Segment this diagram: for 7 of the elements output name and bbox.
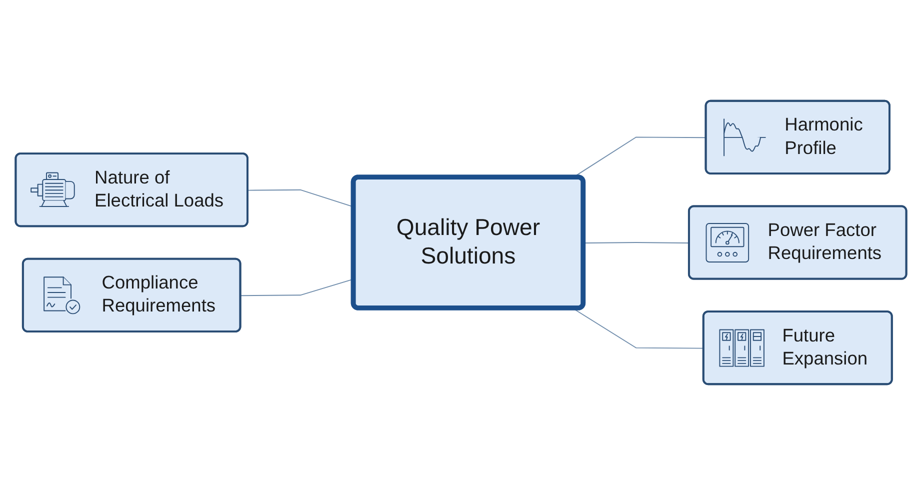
node-label: Future Expansion <box>782 324 869 371</box>
connector <box>583 242 690 244</box>
node-label: Compliance Requirements <box>102 272 217 318</box>
node-label: Quality Power Solutions <box>395 214 542 272</box>
node-label: Harmonic Profile <box>784 114 864 160</box>
node-label: Nature of Electrical Loads <box>94 167 225 213</box>
node-label: Power Factor Requirements <box>768 220 883 266</box>
